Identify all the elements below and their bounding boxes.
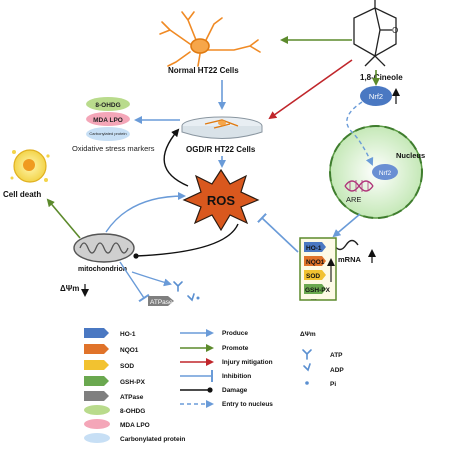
mito-to-ros-arrow [105,192,186,233]
enzymes-inhibit-ros-arrow [257,212,299,253]
ros-damage-ogdr-arrow [163,128,189,187]
enzyme-label: HO-1 [306,245,322,252]
stress-marker-carbonylated-protein: Carbonylated protein [86,127,130,141]
legend-swatch-8ohdg [84,405,110,415]
legend-label: Injury mitigation [222,359,273,366]
dying-cell-icon [10,149,50,183]
cineole-mitigation-arrow [268,59,353,120]
legend-label: Pi [330,381,336,388]
legend-swatch-carbonylated [84,433,110,443]
enzyme-nqo1: NQO1 [304,256,326,266]
are-label: ARE [346,195,361,204]
legend-swatch-atpase [84,391,109,401]
enzyme-sod: SOD [304,270,326,280]
ros-label: ROS [207,193,236,208]
legend-label: MDA LPO [120,422,150,429]
mito-to-atp-arrow [131,271,172,287]
legend-swatch-mda-lpo [84,419,110,429]
mitochondrion-icon [73,233,135,263]
legend-label: Damage [222,387,248,394]
normal-cells-label: Normal HT22 Cells [168,66,239,75]
legend-swatch-ho1 [84,328,109,338]
stress-marker-mda-lpo: MDA LPO [86,112,130,126]
legend-arrows: Produce Promote Injury mitigation Inhibi… [180,329,273,408]
legend-label: Entry to nucleus [222,401,273,408]
enzyme-gshpx: GSH-PX [304,284,331,294]
stress-marker-label: MDA LPO [93,117,123,124]
enzyme-label: SOD [306,273,320,280]
cineole-structure-icon: O [353,0,398,67]
ogdr-cells-label: OGD/R HT22 Cells [186,145,256,154]
atp-molecule-icon [173,281,183,292]
stress-marker-label: Carbonylated protein [89,131,126,136]
mito-to-death-arrow [46,198,81,239]
legend-label: 8-OHDG [120,408,145,415]
legend-swatch-gshpx [84,376,109,386]
legend-label: SOD [120,363,134,370]
stress-markers-caption: Oxidative stress markers [72,144,155,153]
legend-atp-title: ΔΨm [300,331,316,338]
stress-marker-8ohdg: 8-OHDG [86,97,130,111]
nucleus-to-enzymes-arrow [332,213,361,238]
delta-psi-label: ΔΨm [60,284,79,293]
cell-death-label: Cell death [3,190,41,199]
legend-pi-icon [305,381,309,385]
dna-helix-icon [344,180,374,192]
legend-label: NQO1 [120,347,139,354]
nrf2-nucleus: Nrf2 [372,164,398,180]
nucleus-label: Nucleus [396,151,425,160]
legend-label: Carbonylated protein [120,436,185,443]
atpase-label: ATPase [150,299,173,306]
legend-swatch-sod [84,360,109,370]
legend-atp: ΔΨm ATP ADP Pi [300,331,344,388]
enzyme-ho1: HO-1 [304,242,326,252]
mitochondrion-label: mitochondrion [78,266,127,273]
legend-label: ADP [330,367,344,374]
nrf2-label: Nrf2 [369,92,383,101]
petri-dish-icon [181,116,263,139]
enzyme-label: NQO1 [306,259,325,266]
svg-text:O: O [392,26,398,35]
enzyme-ellipsis: ... [311,295,317,302]
enzyme-label: GSH-PX [305,287,331,294]
legend-swatch-nqo1 [84,344,109,354]
mito-inhibit-atpase-arrow [119,261,150,303]
legend-shapes: HO-1 NQO1 SOD GSH-PX ATPase 8-OHDG MDA L… [84,328,185,443]
cineole-label: 1,8-Cineole [360,73,403,82]
atpase-shape: ATPase [148,296,174,306]
nrf2-label: Nrf2 [379,170,392,177]
normal-neuron-icon [159,11,261,67]
ros-burst-icon [182,168,260,232]
legend-label: ATPase [120,394,144,401]
ros-damage-mito-arrow [133,223,239,259]
legend-adp-icon [303,363,311,372]
pi-molecule-icon [196,296,200,300]
stress-marker-label: 8-OHDG [95,102,120,109]
nrf2-nucleus-entry-arrow [346,101,374,166]
adp-molecule-icon [187,293,195,302]
legend-label: ATP [330,352,343,359]
legend-label: Produce [222,330,248,337]
nrf2-cytoplasm: Nrf2 [360,86,392,106]
legend-label: Promote [222,345,249,352]
mrna-label: mRNA [338,255,362,264]
legend-atp-icon [302,349,312,360]
legend-label: Inhibition [222,373,251,380]
legend-label: GSH-PX [120,379,146,386]
legend-label: HO-1 [120,331,136,338]
